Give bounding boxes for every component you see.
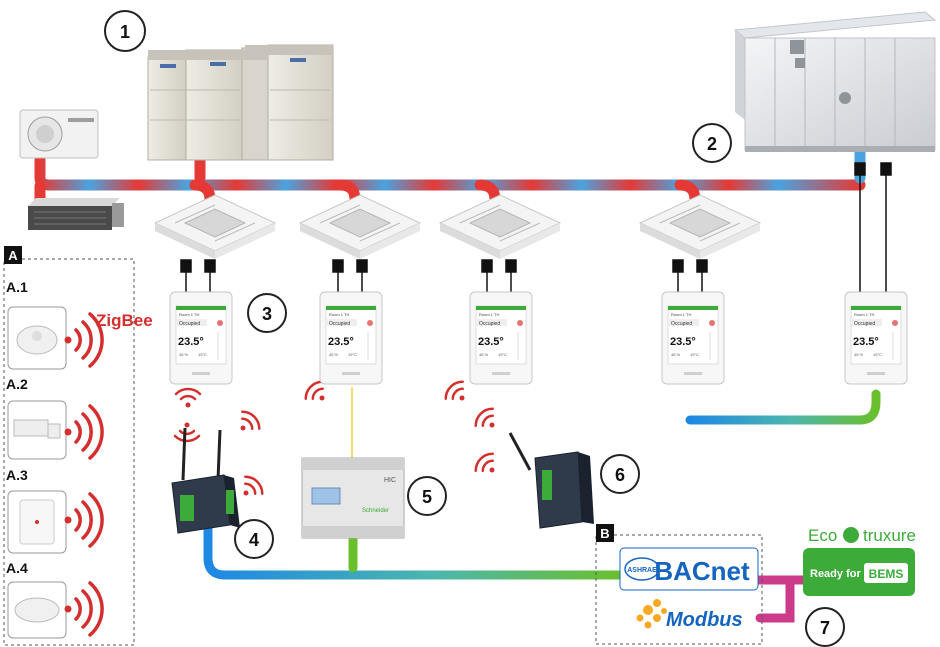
thermostat-title: Room 1 TH — [479, 312, 499, 317]
room-thermostat[interactable]: Room 1 TH Occupied 23.5° 45 % 19°C — [319, 291, 383, 385]
room-thermostat[interactable]: Room 1 TH Occupied 23.5° 45 % 19°C — [661, 291, 725, 385]
thermostat-title: Room 1 TH — [854, 312, 874, 317]
ecostruxure-brand-left: Eco — [808, 526, 837, 545]
callout-1: 1 — [120, 22, 130, 42]
thermostat-status: Occupied — [479, 321, 500, 327]
cable-connectors — [180, 162, 892, 292]
thermostat-temperature: 23.5° — [328, 336, 354, 348]
item-a2-label: A.2 — [6, 376, 28, 392]
bacnet-text: BACnet — [654, 556, 750, 586]
communication-buses — [203, 378, 881, 623]
thermostat-setpoint: 19°C — [690, 352, 699, 357]
outdoor-split-unit — [19, 109, 99, 159]
air-handling-unit — [733, 11, 937, 152]
section-b-tag-bg — [596, 524, 614, 542]
cassette-units — [153, 194, 762, 259]
modbus-text: Modbus — [666, 609, 743, 631]
thermostat-setpoint: 19°C — [198, 352, 207, 357]
callout-4: 4 — [249, 530, 259, 550]
section-b-tag: B — [600, 526, 609, 541]
modbus-logo: Modbus — [636, 599, 743, 631]
ecostruxure-logo: Eco truxure Ready for BEMS — [803, 526, 916, 596]
controller-brand: Schneider — [362, 508, 389, 514]
wireless-signal-icons — [64, 312, 104, 637]
callout-2: 2 — [707, 134, 717, 154]
zigbee-label: ZigBee — [96, 311, 153, 330]
bacnet-logo: ASHRAE BACnet — [619, 547, 759, 591]
thermostats: Room 1 TH Occupied 23.5° 45 % 19°C Room 1 TH O… — [169, 291, 908, 385]
callouts — [104, 10, 845, 647]
callout-6: 6 — [615, 465, 625, 485]
room-thermostat[interactable]: Room 1 TH Occupied 23.5° 45 % 19°C — [844, 291, 908, 385]
zigbee-gateway — [171, 427, 240, 534]
item-a3-label: A.3 — [6, 467, 28, 483]
thermostat-humidity: 45 % — [671, 352, 681, 357]
thermostat-title: Room 1 TH — [179, 312, 199, 317]
bems-text: BEMS — [869, 567, 904, 581]
thermostat-humidity: 45 % — [479, 352, 489, 357]
callout-7: 7 — [820, 618, 830, 638]
thermostat-humidity: 45 % — [179, 352, 189, 357]
room-thermostat[interactable]: Room 1 TH Occupied 23.5° 45 % 19°C — [169, 291, 233, 385]
wireless-gateway — [508, 432, 594, 529]
section-a-tag: A — [8, 248, 18, 263]
controller-label: HIC — [384, 477, 396, 484]
item-a1-label: A.1 — [6, 279, 28, 295]
section-a-tag-bg — [4, 246, 22, 264]
ecostruxure-brand-right: truxure — [863, 526, 916, 545]
thermostat-humidity: 45 % — [329, 352, 339, 357]
callout-5: 5 — [422, 487, 432, 507]
thermostat-temperature: 23.5° — [478, 336, 504, 348]
thermostat-title: Room 1 TH — [671, 312, 691, 317]
callout-3: 3 — [262, 304, 272, 324]
thermostat-temperature: 23.5° — [178, 336, 204, 348]
room-thermostat[interactable]: Room 1 TH Occupied 23.5° 45 % 19°C — [469, 291, 533, 385]
thermostat-title: Room 1 TH — [329, 312, 349, 317]
thermostat-temperature: 23.5° — [853, 336, 879, 348]
vrf-outdoor-units — [147, 44, 334, 161]
section-a-items: A.1 A.2 A.3 A.4 — [6, 279, 67, 639]
ducted-indoor-unit — [28, 198, 124, 230]
hvac-controller: HIC Schneider — [301, 457, 405, 539]
thermostat-temperature: 23.5° — [670, 336, 696, 348]
thermostat-status: Occupied — [854, 321, 875, 327]
ready-for-text: Ready for — [810, 568, 861, 580]
thermostat-setpoint: 19°C — [498, 352, 507, 357]
thermostat-status: Occupied — [671, 321, 692, 327]
bacnet-badge: ASHRAE — [627, 567, 657, 574]
thermostat-setpoint: 19°C — [348, 352, 357, 357]
item-a4-label: A.4 — [6, 560, 28, 576]
thermostat-humidity: 45 % — [854, 352, 864, 357]
thermostat-status: Occupied — [179, 321, 200, 327]
thermostat-setpoint: 19°C — [873, 352, 882, 357]
thermostat-status: Occupied — [329, 321, 350, 327]
